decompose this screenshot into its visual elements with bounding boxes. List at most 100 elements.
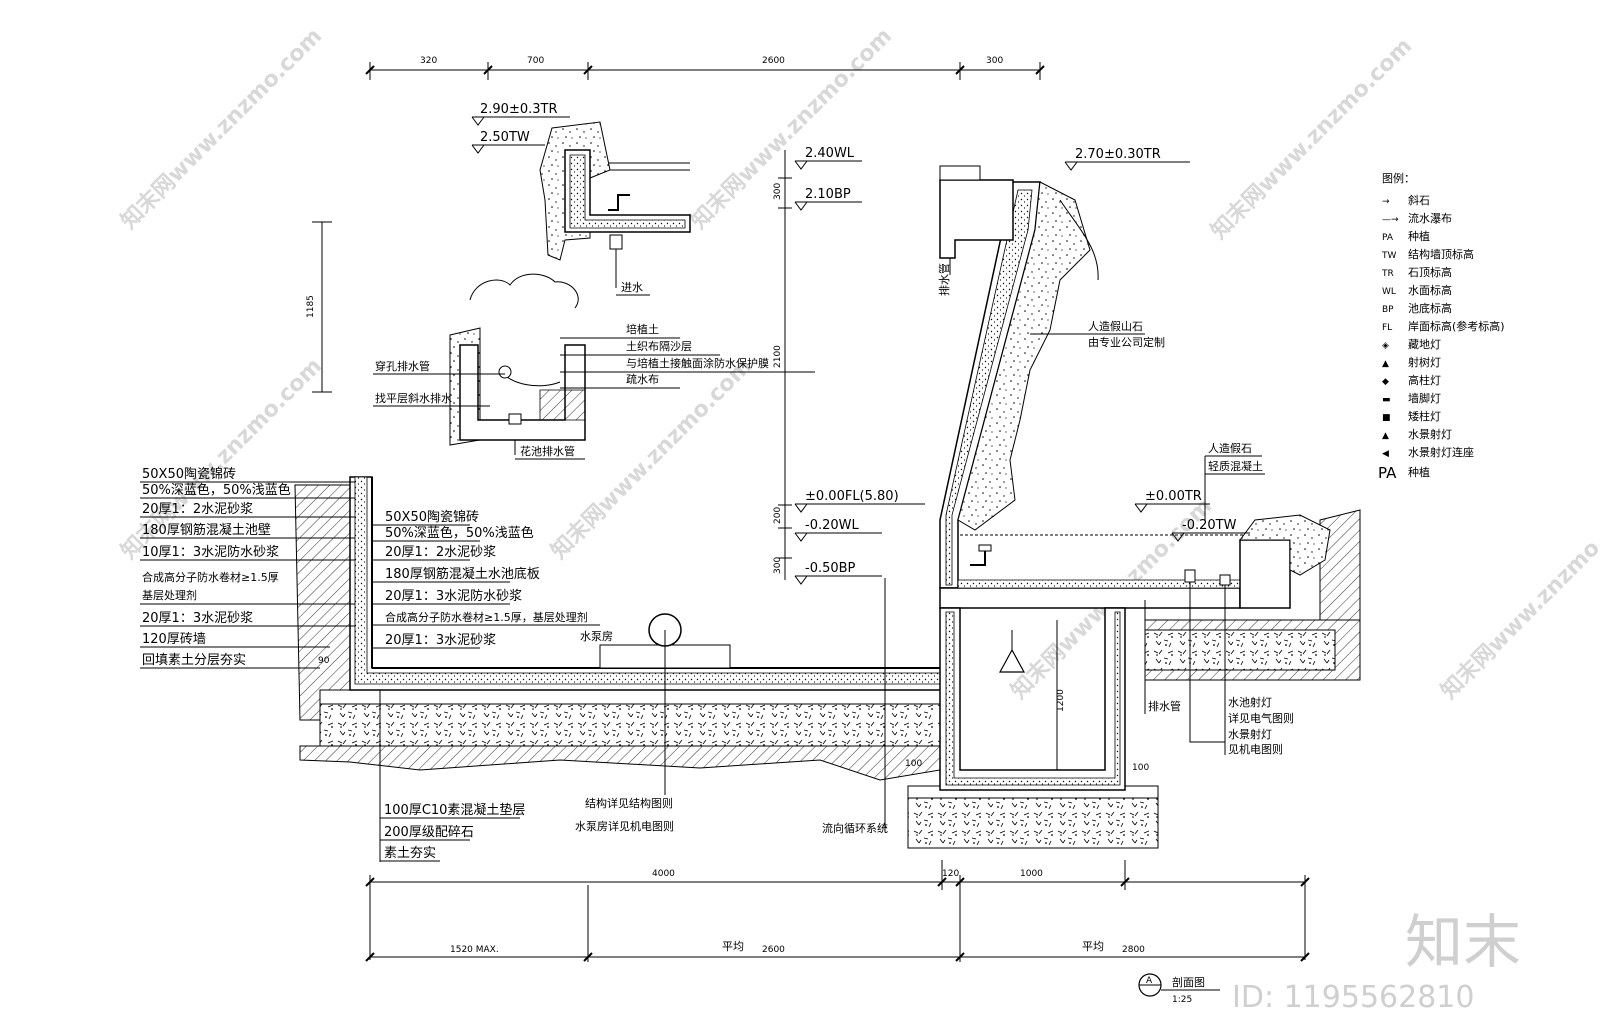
inner-callouts: 50X50陶瓷锦砖 50%深蓝色，50%浅蓝色 20厚1：2水泥砂浆 180厚钢… [372,509,600,649]
legend-text-1: 流水瀑布 [1408,211,1452,225]
legend-sym-9: ▲ [1382,359,1389,369]
inner-label-0: 50X50陶瓷锦砖 [385,509,479,525]
light-conc-label: 轻质混凝土 [1208,459,1263,473]
left-label-0: 50X50陶瓷锦砖 [142,466,236,482]
pump-room-label: 水泵房 [580,630,613,643]
dim-1000: 1000 [1020,869,1043,879]
fountain-light-label: 水景射灯 [1228,727,1272,741]
dim-avg-label-1: 平均 [722,940,744,953]
watermark-1: 知末网www.znzmo.com [116,23,327,234]
legend-sym-10: ◆ [1382,377,1389,387]
flow-label: 流向循环系统 [822,821,888,835]
center-callouts: 水泵房 结构详见结构图则 水泵房详见机电图则 流向循环系统 排水管 排水管 [575,258,1181,835]
dim-300: 300 [986,56,1003,66]
elev-wl-low: -0.20WL [805,518,859,533]
dim-2600: 2600 [762,56,785,66]
legend-sym-13: ▲ [1382,431,1389,441]
planter-soil: 培植土 [626,322,659,336]
inner-label-1: 50%深蓝色，50%浅蓝色 [385,525,534,541]
inner-label-2: 20厚1：2水泥砂浆 [385,545,496,560]
elev-tw-top-left: 2.50TW [480,130,530,145]
sump-gravel [907,797,1159,849]
elev-tw-low: -0.20TW [1182,518,1237,533]
legend-sym-3: TW [1381,251,1396,261]
left-soil-hatch [294,484,351,721]
structure-note: 结构详见结构图则 [585,796,673,810]
legend-sym-12: ■ [1382,413,1391,423]
legend-sym-2: PA [1382,233,1394,243]
bottom-label-2: 素土夯实 [384,846,436,861]
brand-logo: 知末 [1405,908,1521,976]
rockery-label: 人造假山石 [1088,319,1143,333]
brand-id: ID: 1195562810 [1232,980,1474,1015]
title-block: A 剖面图 1:25 [1138,973,1220,1005]
planter-perforated: 穿孔排水管 [375,359,430,373]
drain-pipe-top: 排水管 [937,263,951,296]
waterfall-wall [608,162,1331,791]
dim-120: 120 [942,869,959,879]
left-label-7: 20厚1：3水泥砂浆 [142,611,253,626]
dim-4000: 4000 [652,869,675,879]
lower-basin-floor [939,587,1241,609]
legend-text-13: 水景射灯 [1408,427,1452,441]
dim-1520max: 1520 MAX. [450,945,499,955]
planter-slope: 找平层斜水排水 [375,391,452,405]
detail-inlet [539,121,691,288]
sump-walls [939,607,1126,791]
legend-last-text: 种植 [1408,465,1430,479]
legend-text-4: 石顶标高 [1408,265,1452,279]
sump-light-icon [998,648,1026,673]
bottom-label-1: 200厚级配碎石 [384,825,474,840]
left-label-3: 180厚钢筋混凝土池壁 [142,522,271,538]
right-callouts: 人造假山石 由专业公司定制 人造假石 轻质混凝土 水池射灯 详见电气图则 水景射… [1030,319,1294,756]
left-label-2: 20厚1：2水泥砂浆 [142,502,253,517]
planter-geotextile: 土织布隔沙层 [626,340,692,353]
vdim-300a: 300 [773,183,783,200]
dim-700: 700 [527,56,544,66]
elev-bp-top: 2.10BP [805,187,851,202]
legend-text-0: 斜石 [1408,194,1430,207]
legend-text-6: 池底标高 [1408,301,1452,315]
legend-sym-14: ◀ [1382,449,1389,459]
left-leader-lines [140,481,355,669]
pool-structure [349,476,946,691]
gravel-layer [319,703,941,747]
vdim-100b: 100 [905,759,922,769]
planter-shrub [469,273,579,309]
elev-tr-low: ±0.00TR [1145,489,1202,504]
planter-leader-right [560,337,815,389]
inlet-label: 进水 [621,281,643,294]
section-marker-letter: A [1146,976,1153,986]
legend-text-14: 水景射灯连座 [1408,445,1474,459]
vdim-2100: 2100 [773,345,783,368]
dim-2800-avg: 2800 [1122,945,1145,955]
planter-drain-cloth: 疏水布 [626,372,659,386]
planter-leader-left [373,373,505,407]
bottom-left-callouts: 100厚C10素混凝土垫层 200厚级配碎石 素土夯实 [379,690,525,862]
vdim-90: 90 [318,656,330,666]
legend-text-9: 射树灯 [1408,355,1441,369]
left-label-8: 120厚砖墙 [142,632,206,647]
c10-layer [319,689,941,705]
elev-tr-top-left: 2.90±0.3TR [480,102,558,117]
vdim-200: 200 [773,507,783,524]
pool-light-note: 详见电气图则 [1228,711,1294,725]
legend-sym-8: ◈ [1382,341,1389,351]
bottom-label-0: 100厚C10素混凝土垫层 [384,802,525,818]
dim-avg-label-2: 平均 [1082,940,1104,953]
legend-sym-6: BP [1382,305,1394,315]
legend-title: 图例： [1382,171,1415,185]
legend-text-8: 藏地灯 [1408,338,1441,351]
legend-sym-0: → [1382,197,1390,207]
section-title: 剖面图 [1172,975,1205,989]
left-wall-callouts: 50X50陶瓷锦砖 50%深蓝色，50%浅蓝色 20厚1：2水泥砂浆 180厚钢… [140,466,355,669]
planter-drain-pipe: 花池排水管 [520,444,575,458]
fountain-light-note: 见机电图则 [1228,742,1283,756]
elevation-markers: 2.90±0.3TR 2.50TW 2.40WL 2.10BP 2.70±0.3… [471,102,1250,585]
legend-text-7: 岸面标高(参考标高) [1408,319,1505,333]
elev-tr-top-right: 2.70±0.30TR [1075,147,1161,162]
brand-watermark: 知末 ID: 1195562810 [1232,908,1521,1015]
dim-320: 320 [420,56,437,66]
legend: 图例： → 斜石 —→ 流水瀑布 PA 种植 TW 结构墙顶标高 TR 石顶标高… [1378,171,1505,482]
